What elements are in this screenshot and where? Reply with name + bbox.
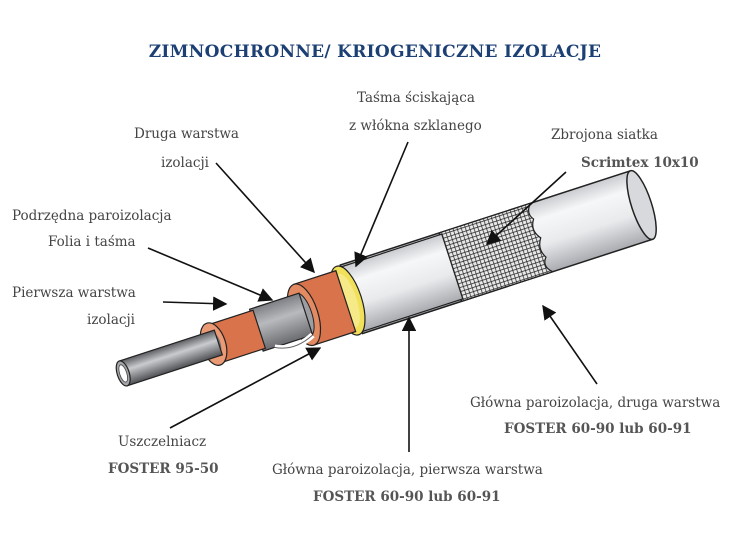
steel-pipe <box>118 329 224 387</box>
page-title: ZIMNOCHRONNE/ KRIOGENICZNE IZOLACJE <box>148 42 602 62</box>
label-glowna-druga-line1: Główna paroizolacja, druga warstwa <box>470 395 721 411</box>
label-pierwsza-line1: Pierwsza warstwa <box>12 285 136 301</box>
outer-jacket-end <box>626 169 657 241</box>
label-druga-warstwa-line2: izolacji <box>161 155 209 171</box>
pipe-illustration <box>115 169 657 387</box>
steel-pipe-bore <box>118 364 128 383</box>
label-glowna-pierwsza-line2: FOSTER 60-90 lub 60-91 <box>313 489 501 505</box>
arrow-tasma <box>354 141 409 268</box>
arrow-druga-warstwa <box>215 162 315 274</box>
label-uszczelniacz-line2: FOSTER 95-50 <box>108 461 219 477</box>
label-glowna-druga-line2: FOSTER 60-90 lub 60-91 <box>504 421 692 437</box>
label-tasma-line2: z włókna szklanego <box>349 118 482 134</box>
arrow-pierwsza <box>162 296 228 311</box>
label-pierwsza-line2: izolacji <box>87 312 135 328</box>
arrow-zbrojona <box>485 171 567 245</box>
label-podrzedna-line1: Podrzędna paroizolacja <box>12 208 172 224</box>
arrow-podrzedna <box>147 247 274 302</box>
label-druga-warstwa-line1: Druga warstwa <box>134 126 239 142</box>
arrow-glowna-druga <box>542 304 598 385</box>
label-zbrojona-line2: Scrimtex 10x10 <box>581 155 699 171</box>
label-tasma-line1: Taśma ściskająca <box>357 90 475 106</box>
label-uszczelniacz-line1: Uszczelniacz <box>118 434 207 450</box>
label-zbrojona-line1: Zbrojona siatka <box>551 127 658 143</box>
leader-arrows <box>147 141 598 452</box>
label-podrzedna-line2: Folia i taśma <box>48 234 136 250</box>
label-glowna-pierwsza-line1: Główna paroizolacja, pierwsza warstwa <box>272 462 543 478</box>
sealant-bead-outline <box>274 334 313 349</box>
arrow-uszczelniacz <box>169 347 322 429</box>
